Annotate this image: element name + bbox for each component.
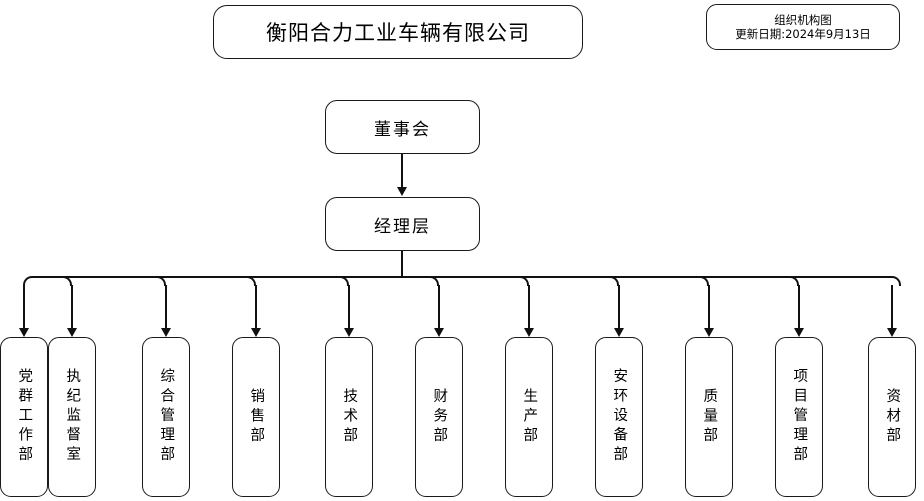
connector-drop-quality xyxy=(708,285,710,329)
connector-elbow-2 xyxy=(62,276,72,286)
connector-board-to-management xyxy=(401,154,403,188)
connector-elbow-9 xyxy=(699,276,709,286)
node-dept-discipline-supervision-label: 执纪监督室 xyxy=(64,368,81,466)
arrow-head-icon-technology xyxy=(344,328,354,337)
connector-elbow-10 xyxy=(789,276,799,286)
arrow-head-icon-management xyxy=(397,187,407,196)
arrow-head-icon-general-management xyxy=(161,328,171,337)
node-dept-finance[interactable]: 财务部 xyxy=(415,337,463,497)
node-board-of-directors-label: 董事会 xyxy=(374,119,431,140)
node-dept-safety-environment-equipment-label: 安环设备部 xyxy=(611,368,628,466)
node-dept-materials[interactable]: 资材部 xyxy=(868,337,916,497)
node-dept-party-mass-work[interactable]: 党群工作部 xyxy=(0,337,48,497)
node-dept-safety-environment-equipment[interactable]: 安环设备部 xyxy=(595,337,643,497)
company-title-box: 衡阳合力工业车辆有限公司 xyxy=(213,5,583,59)
chart-info-box: 组织机构图 更新日期:2024年9月13日 xyxy=(706,4,900,50)
arrow-head-icon-finance xyxy=(434,328,444,337)
node-dept-quality[interactable]: 质量部 xyxy=(685,337,733,497)
node-dept-project-management[interactable]: 项目管理部 xyxy=(775,337,823,497)
node-management-label: 经理层 xyxy=(374,216,431,237)
arrow-head-icon-project-management xyxy=(794,328,804,337)
arrow-head-icon-production xyxy=(524,328,534,337)
company-title-text: 衡阳合力工业车辆有限公司 xyxy=(266,21,530,45)
node-dept-materials-label: 资材部 xyxy=(884,387,901,447)
connector-drop-materials xyxy=(891,285,893,329)
node-dept-project-management-label: 项目管理部 xyxy=(791,368,808,466)
node-dept-general-management[interactable]: 综合管理部 xyxy=(142,337,190,497)
node-dept-production-label: 生产部 xyxy=(521,387,538,447)
node-dept-finance-label: 财务部 xyxy=(431,387,448,447)
node-dept-technology-label: 技术部 xyxy=(341,387,358,447)
arrow-head-icon-discipline-supervision xyxy=(67,328,77,337)
connector-drop-finance xyxy=(438,285,440,329)
node-dept-quality-label: 质量部 xyxy=(701,387,718,447)
connector-drop-party-mass-work xyxy=(23,285,25,329)
connector-drop-technology xyxy=(348,285,350,329)
node-dept-general-management-label: 综合管理部 xyxy=(158,368,175,466)
connector-bar-right-elbow xyxy=(891,276,901,286)
arrow-head-icon-sales xyxy=(251,328,261,337)
arrow-head-icon-safety-environment-equipment xyxy=(614,328,624,337)
node-dept-sales-label: 销售部 xyxy=(248,387,265,447)
node-dept-sales[interactable]: 销售部 xyxy=(232,337,280,497)
connector-drop-production xyxy=(528,285,530,329)
connector-management-stem xyxy=(401,251,403,278)
node-dept-production[interactable]: 生产部 xyxy=(505,337,553,497)
connector-drop-project-management xyxy=(798,285,800,329)
connector-elbow-4 xyxy=(246,276,256,286)
chart-type-label: 组织机构图 xyxy=(774,12,832,27)
connector-elbow-6 xyxy=(429,276,439,286)
connector-drop-sales xyxy=(255,285,257,329)
arrow-head-icon-party-mass-work xyxy=(19,328,29,337)
connector-bar-left-elbow xyxy=(23,276,33,286)
connector-drop-general-management xyxy=(165,285,167,329)
node-dept-discipline-supervision[interactable]: 执纪监督室 xyxy=(48,337,96,497)
connector-elbow-7 xyxy=(519,276,529,286)
connector-distribution-bar xyxy=(32,276,892,278)
node-dept-party-mass-work-label: 党群工作部 xyxy=(16,368,33,466)
connector-elbow-8 xyxy=(609,276,619,286)
node-board-of-directors[interactable]: 董事会 xyxy=(325,100,480,154)
connector-elbow-3 xyxy=(156,276,166,286)
arrow-head-icon-quality xyxy=(704,328,714,337)
arrow-head-icon-materials xyxy=(887,328,897,337)
node-dept-technology[interactable]: 技术部 xyxy=(325,337,373,497)
connector-drop-safety-environment-equipment xyxy=(618,285,620,329)
node-management[interactable]: 经理层 xyxy=(325,197,480,251)
connector-elbow-5 xyxy=(339,276,349,286)
chart-update-date: 更新日期:2024年9月13日 xyxy=(735,27,871,41)
connector-drop-discipline-supervision xyxy=(71,285,73,329)
